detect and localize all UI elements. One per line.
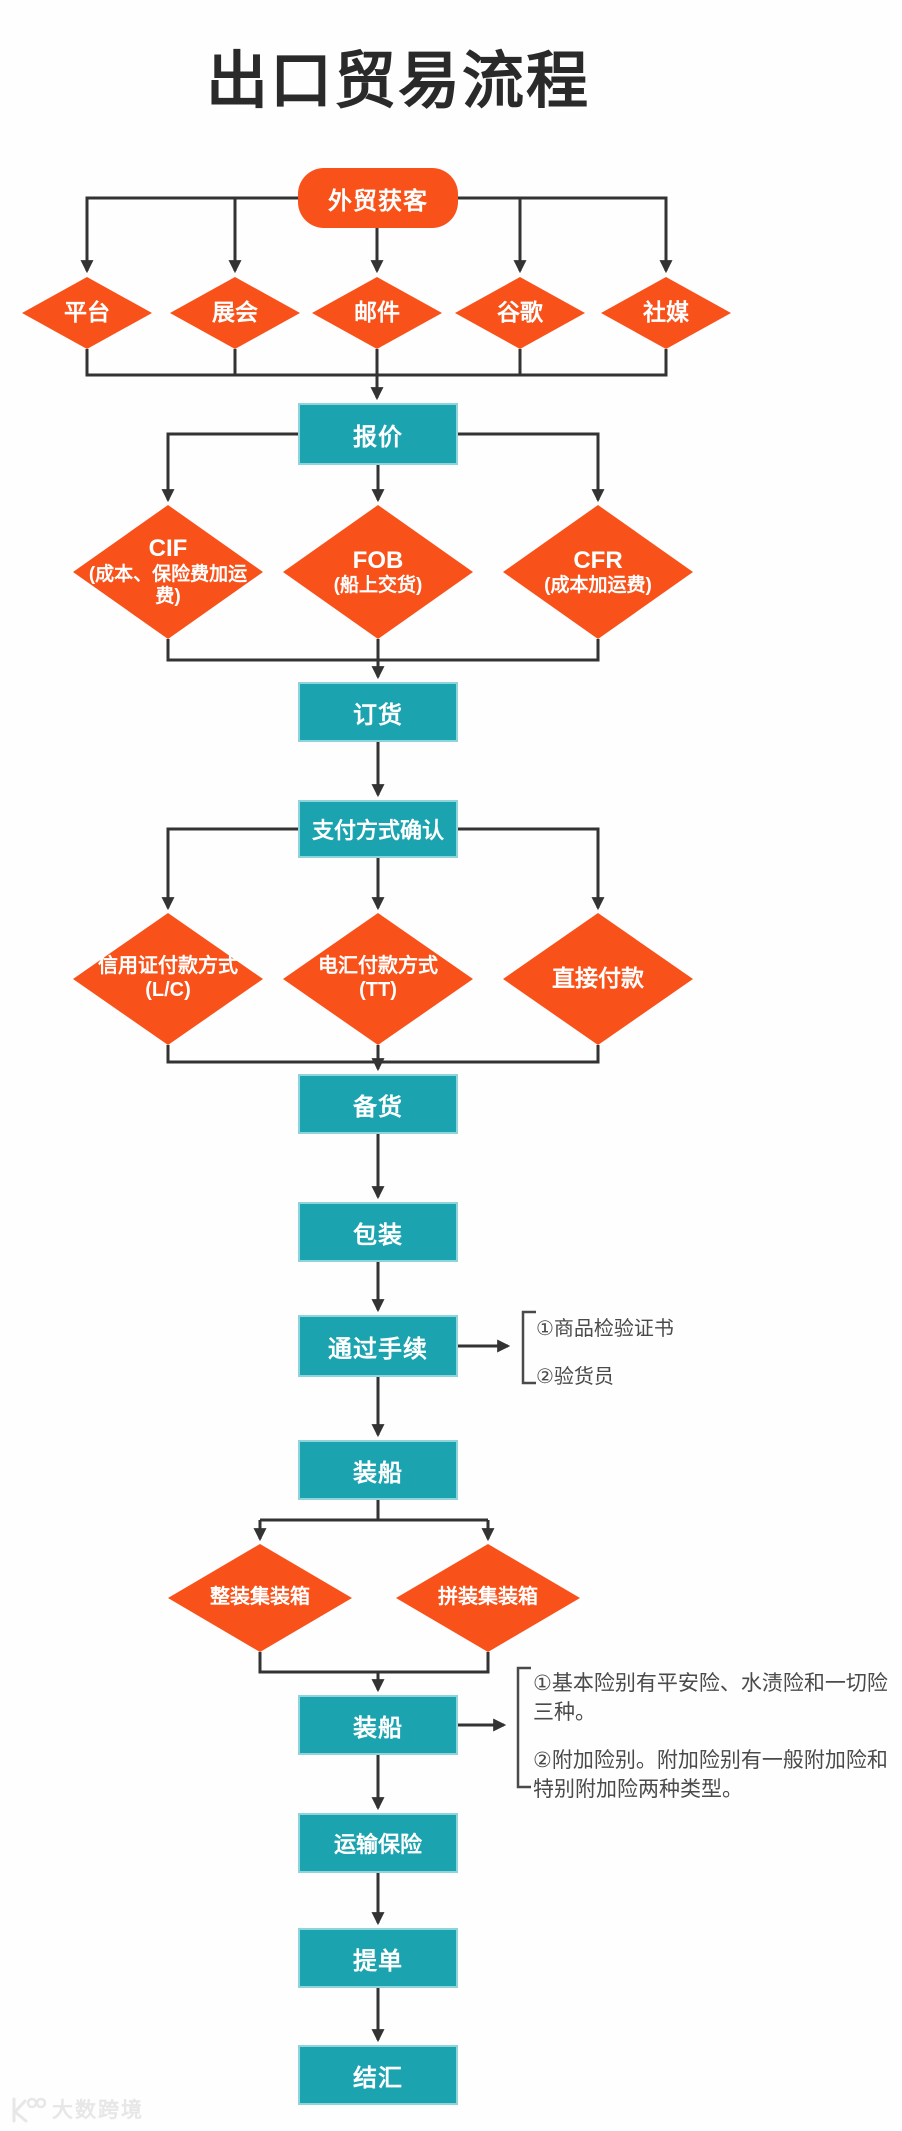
node-quote-label: 报价 — [353, 423, 403, 451]
page-title: 出口贸易流程 — [205, 47, 590, 116]
procedures-note: ①商品检验证书 ②验货员 — [536, 1316, 674, 1390]
node-channel-email-label: 邮件 — [354, 299, 400, 326]
node-term-cfr: CFR (成本加运费) — [503, 505, 693, 639]
node-term-fob: FOB (船上交货) — [283, 505, 473, 639]
node-channel-social-media: 社媒 — [601, 277, 731, 349]
node-payment-tt-sub: (TT) — [359, 979, 397, 1001]
node-shipment-2-label: 装船 — [353, 1714, 403, 1742]
node-settlement-label: 结汇 — [353, 2064, 403, 2092]
node-stock: 备货 — [298, 1074, 458, 1134]
node-lead-generation: 外贸获客 — [298, 168, 458, 228]
node-payment-lc-title: 信用证付款方式 — [98, 955, 238, 978]
node-payment-direct-title: 直接付款 — [552, 965, 644, 992]
insurance-note: ①基本险别有平安险、水渍险和一切险三种。 ②附加险别。附加险别有一般附加险和特别… — [533, 1670, 902, 1805]
insurance-note-line-1: ①基本险别有平安险、水渍险和一切险三种。 — [533, 1672, 888, 1724]
node-term-cif-sub: (成本、保险费加运费) — [88, 563, 248, 608]
node-quote: 报价 — [298, 403, 458, 465]
node-shipment-1-label: 装船 — [353, 1459, 403, 1487]
node-settlement: 结汇 — [298, 2045, 458, 2105]
node-payment-lc-sub: (L/C) — [145, 979, 191, 1001]
node-packing: 包装 — [298, 1202, 458, 1262]
node-term-cif-title: CIF — [148, 535, 188, 563]
node-container-lcl-label: 拼装集装箱 — [438, 1586, 538, 1609]
node-procedures-label: 通过手续 — [328, 1335, 428, 1363]
node-container-fcl-label: 整装集装箱 — [210, 1586, 310, 1609]
insurance-note-line-2: ②附加险别。附加险别有一般附加险和特别附加险两种类型。 — [533, 1748, 888, 1801]
node-shipment-2: 装船 — [298, 1695, 458, 1755]
watermark: 大数跨境 — [8, 2094, 144, 2124]
node-order-label: 订货 — [353, 701, 403, 729]
node-container-lcl: 拼装集装箱 — [396, 1544, 580, 1652]
node-term-fob-sub: (船上交货) — [333, 574, 423, 596]
node-stock-label: 备货 — [353, 1093, 403, 1121]
node-payment-confirm: 支付方式确认 — [298, 800, 458, 858]
node-channel-exhibition: 展会 — [170, 277, 300, 349]
node-packing-label: 包装 — [353, 1221, 403, 1249]
node-payment-direct: 直接付款 — [503, 913, 693, 1045]
node-bill-of-lading: 提单 — [298, 1928, 458, 1988]
node-payment-tt-title: 电汇付款方式 — [318, 955, 438, 978]
watermark-text: 大数跨境 — [52, 2099, 144, 2122]
node-transport-insurance-label: 运输保险 — [333, 1832, 422, 1857]
node-bill-of-lading-label: 提单 — [353, 1947, 403, 1975]
node-term-cfr-title: CFR — [573, 546, 623, 574]
node-shipment-1: 装船 — [298, 1440, 458, 1500]
procedures-note-line-2: ②验货员 — [536, 1366, 614, 1388]
node-payment-tt: 电汇付款方式 (TT) — [283, 913, 473, 1045]
node-payment-lc: 信用证付款方式 (L/C) — [73, 913, 263, 1045]
watermark-logo-icon — [12, 2097, 46, 2123]
node-transport-insurance: 运输保险 — [298, 1813, 458, 1873]
node-term-cif: CIF (成本、保险费加运费) — [73, 505, 263, 639]
node-channel-platform: 平台 — [22, 277, 152, 349]
node-channel-google: 谷歌 — [455, 277, 585, 349]
node-channel-platform-label: 平台 — [64, 299, 110, 326]
node-term-fob-title: FOB — [352, 546, 404, 574]
node-term-cfr-sub: (成本加运费) — [544, 574, 652, 596]
node-channel-google-label: 谷歌 — [497, 299, 543, 326]
node-channel-social-media-label: 社媒 — [643, 299, 689, 326]
node-procedures: 通过手续 — [298, 1315, 458, 1377]
node-order: 订货 — [298, 682, 458, 742]
procedures-note-line-1: ①商品检验证书 — [536, 1318, 674, 1340]
node-channel-email: 邮件 — [312, 277, 442, 349]
node-payment-confirm-label: 支付方式确认 — [311, 818, 444, 843]
node-channel-exhibition-label: 展会 — [212, 299, 258, 326]
node-lead-generation-label: 外贸获客 — [328, 187, 428, 215]
node-container-fcl: 整装集装箱 — [168, 1544, 352, 1652]
